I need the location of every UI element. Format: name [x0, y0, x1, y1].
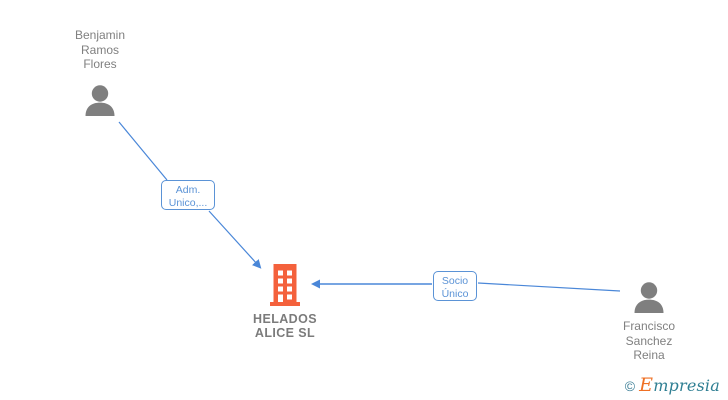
node-label-company: HELADOS ALICE SL — [253, 312, 317, 340]
node-francisco-sanchez-reina[interactable]: Francisco Sanchez Reina — [590, 281, 708, 363]
copyright-icon: © — [624, 377, 636, 394]
building-icon — [270, 264, 300, 306]
person-icon — [85, 84, 115, 116]
node-label-benjamin: Benjamin Ramos Flores — [74, 28, 126, 71]
edge-adm-label-to-company — [208, 210, 262, 269]
person-icon-wrap-benjamin — [44, 84, 156, 116]
brand-wordmark: Empresia — [639, 374, 720, 396]
empresia-watermark: © Empresia — [624, 374, 720, 396]
node-helados-alice-sl[interactable]: HELADOS ALICE SL — [227, 264, 343, 340]
person-icon — [634, 282, 664, 313]
building-icon-wrap — [227, 264, 343, 307]
brand-initial: E — [639, 374, 654, 396]
relation-label-socio-unico[interactable]: Socio Único — [433, 271, 477, 301]
person-icon-wrap-francisco — [590, 281, 708, 313]
brand-rest: mpresia — [653, 376, 720, 395]
node-benjamin-ramos-flores[interactable]: Benjamin Ramos Flores — [44, 28, 156, 116]
edge-benjamin-to-adm-label — [118, 121, 168, 181]
relation-label-adm-unico[interactable]: Adm. Unico,... — [161, 180, 215, 210]
node-label-francisco: Francisco Sanchez Reina — [622, 319, 675, 362]
